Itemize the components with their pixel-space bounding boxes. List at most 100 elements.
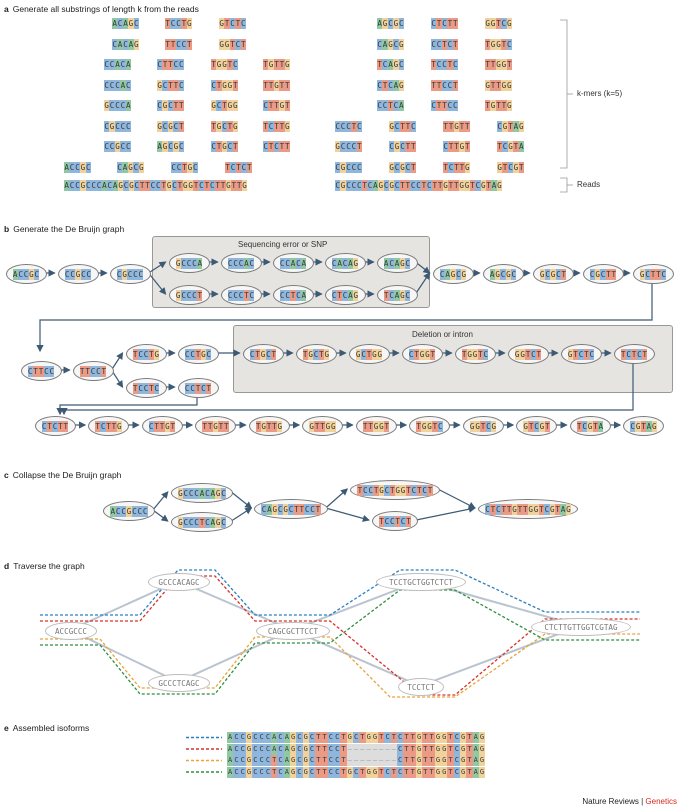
traversal-path-1 [40,569,640,616]
graph-edge [437,488,476,509]
graph-edge [148,272,167,295]
traverse-edge [291,629,421,687]
graph-edge [148,261,167,274]
traverse-node-2: GCCCTCAGC [147,674,211,692]
graph-edge [56,396,198,416]
graph-edge [416,505,476,521]
traverse-node-1: GCCCACAGC [147,573,211,591]
graph-edge [152,509,169,522]
traverse-node-0: ACCGCCC [45,622,97,640]
footer-credit: Nature Reviews | Genetics [582,797,677,806]
graph-edge [110,351,124,371]
graph-edge [325,507,370,522]
traversal-path-3 [40,633,640,698]
traverse-node-4: TCCTGCTGGTCTCT [376,573,466,591]
graph-edge [415,261,431,274]
traverse-node-3: CAGCGCTTCCT [256,622,330,640]
graph-edge [325,488,349,509]
traversal-path-2 [40,575,640,696]
snp-box-label: Sequencing error or SNP [238,240,328,249]
